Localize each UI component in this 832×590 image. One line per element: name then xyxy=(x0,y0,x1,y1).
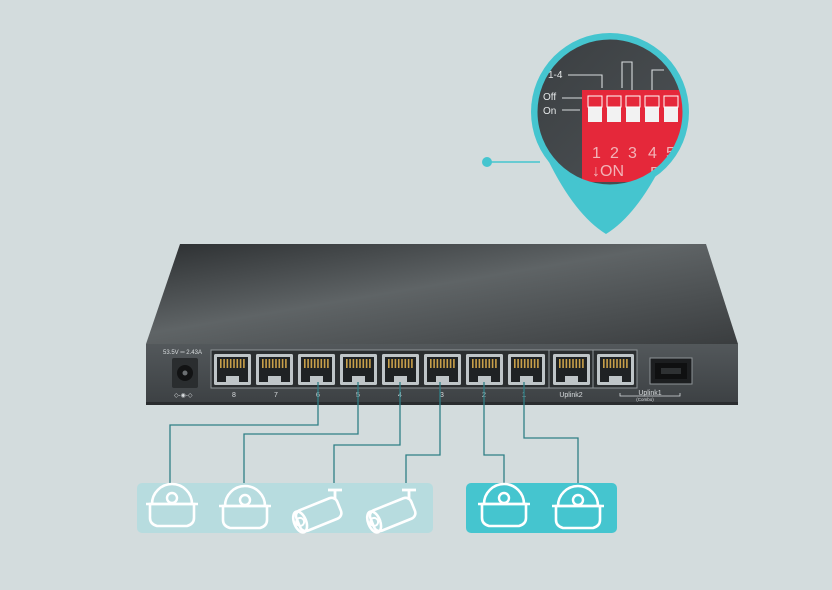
uplink2-port[interactable] xyxy=(553,354,590,385)
camera-group-light xyxy=(137,482,433,536)
dip-on-arrow-label: ↓ON xyxy=(592,163,624,180)
dip-number-2: 2 xyxy=(610,145,619,162)
rj45-port-7[interactable] xyxy=(256,354,293,385)
camera-group-highlighted xyxy=(466,482,617,533)
rj45-port-2[interactable] xyxy=(466,354,503,385)
cable-line xyxy=(483,382,505,490)
rj45-port-8[interactable] xyxy=(214,354,251,385)
cable-line xyxy=(405,382,441,490)
rj45-port-5[interactable] xyxy=(340,354,377,385)
port-number-label: 7 xyxy=(274,392,278,399)
combo-label: (Combo) xyxy=(636,397,654,402)
cable-lines xyxy=(169,382,579,490)
port-number-label: 8 xyxy=(232,392,236,399)
rj45-port-1[interactable] xyxy=(508,354,545,385)
dip-side-label-range: 1-4 xyxy=(548,70,563,81)
dip-side-label-on: On xyxy=(543,106,556,117)
port-number-label: 3 xyxy=(440,392,444,399)
rj45-port-3[interactable] xyxy=(424,354,461,385)
uplink2-label: Uplink2 xyxy=(559,392,582,399)
power-rating-label: 53.5V ═ 2.43A xyxy=(163,350,202,356)
dip-number-4: 4 xyxy=(648,145,657,162)
network-switch: 53.5V ═ 2.43A ◇-◉-◇ 8 7 6 5 4 3 2 1 Upli… xyxy=(146,244,738,405)
cable-line xyxy=(333,382,401,490)
dip-switch-zoom-callout: 1 2 3 4 5 ↓ON D 1-4 Off On xyxy=(482,33,689,234)
rj45-port-4[interactable] xyxy=(382,354,419,385)
uplink1-rj45-port[interactable] xyxy=(597,354,634,385)
callout-pointer-dot xyxy=(482,157,492,167)
dip-number-1: 1 xyxy=(592,145,601,162)
uplink1-label: Uplink1 xyxy=(638,390,661,397)
sfp-port[interactable] xyxy=(649,357,693,385)
dip-number-3: 3 xyxy=(628,145,637,162)
cable-line xyxy=(169,382,319,490)
power-polarity-label: ◇-◉-◇ xyxy=(174,393,193,399)
dip-side-label-off: Off xyxy=(543,92,556,103)
cable-line xyxy=(243,382,359,490)
switch-top xyxy=(146,244,738,344)
cable-line xyxy=(523,382,579,490)
rj45-port-6[interactable] xyxy=(298,354,335,385)
